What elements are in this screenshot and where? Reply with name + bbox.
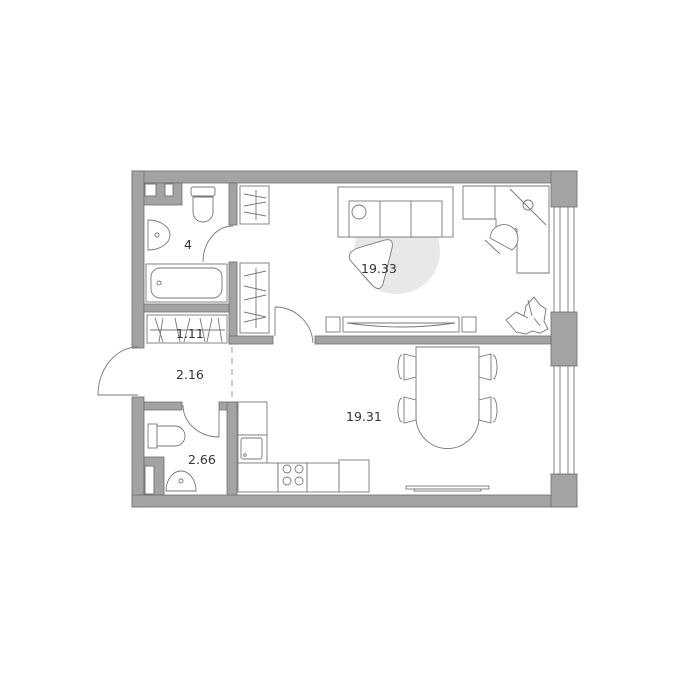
area-label-kitchen: 19.31 bbox=[346, 409, 382, 424]
walls bbox=[131, 170, 578, 508]
area-label-closet: 1.11 bbox=[176, 326, 204, 341]
living-furniture bbox=[325, 185, 550, 335]
area-label-bathroom: 4 bbox=[184, 237, 192, 252]
doors bbox=[97, 225, 314, 438]
wardrobes bbox=[239, 185, 270, 334]
windows bbox=[553, 206, 575, 475]
bathroom-fixtures bbox=[145, 186, 228, 492]
area-label-toilet: 2.66 bbox=[188, 452, 216, 467]
kitchen-furniture bbox=[237, 346, 498, 493]
area-label-living-room: 19.33 bbox=[361, 261, 397, 276]
area-label-hallway: 2.16 bbox=[176, 367, 204, 382]
